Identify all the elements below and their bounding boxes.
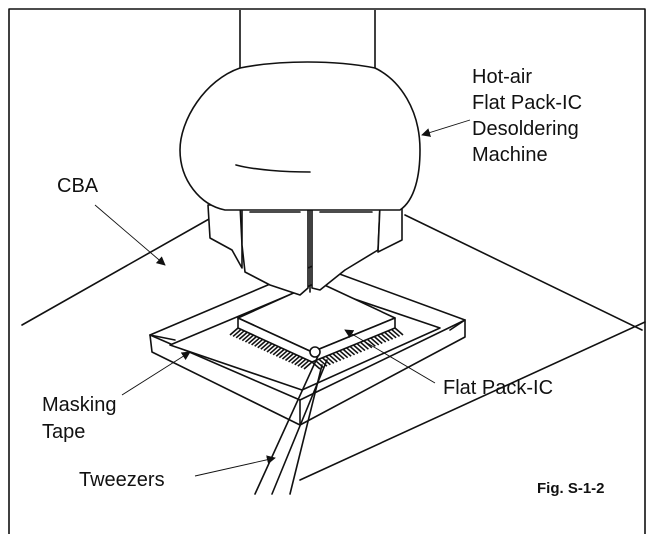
ic-pin — [278, 350, 288, 359]
ic-pin — [332, 352, 342, 362]
leader-arrows — [94, 119, 471, 477]
ic-pin — [366, 338, 376, 347]
cba-board — [21, 205, 646, 481]
ic-pin — [370, 337, 380, 346]
tweezers — [254, 355, 328, 495]
ic-pin — [284, 352, 295, 362]
ic-pin — [269, 345, 279, 355]
ic-pin — [257, 340, 267, 349]
ic-pin — [311, 361, 321, 370]
ic-pin — [342, 348, 352, 357]
ic-pin — [238, 331, 248, 340]
ic-pin — [291, 355, 301, 364]
ic-pin — [294, 357, 304, 366]
masking-tape-label-line2: Tape — [42, 421, 85, 443]
ic-pin — [254, 338, 264, 347]
ic-pin — [384, 331, 394, 340]
ic-pin — [391, 328, 401, 338]
ic-pin — [260, 341, 270, 350]
ic-pin — [241, 333, 251, 342]
desoldering-machine — [179, 10, 421, 296]
ic-pin — [346, 347, 356, 356]
machine-label-line4: Machine — [472, 144, 548, 166]
ic-pin — [303, 361, 313, 370]
ic-pin — [335, 351, 345, 360]
ic-pin — [373, 335, 383, 345]
machine-label-line2: Flat Pack-IC — [472, 92, 582, 114]
ic-pin — [229, 327, 239, 336]
ic-pin — [232, 328, 242, 338]
ic-pin — [235, 330, 245, 339]
machine-leader — [421, 119, 471, 137]
ic-pin — [263, 342, 273, 352]
ic-pin — [380, 333, 390, 342]
machine-label-line1: Hot-air — [472, 66, 532, 88]
ic-pin — [325, 355, 335, 364]
ic-pin — [281, 351, 291, 360]
tweezers-leader — [194, 455, 276, 477]
figure-frame — [8, 8, 646, 534]
ic-pin — [359, 341, 369, 350]
ic-pin — [339, 350, 349, 359]
ic-pin — [266, 344, 276, 353]
tweezers-label: Tweezers — [79, 469, 165, 491]
figure-id-label: Fig. S-1-2 — [537, 480, 605, 497]
masking-tape-label-line1: Masking — [42, 394, 116, 416]
cba-label: CBA — [57, 175, 99, 197]
machine-label-line3: Desoldering — [472, 118, 579, 140]
flat-pack-label: Flat Pack-IC — [443, 377, 553, 399]
masking-leader — [121, 351, 191, 396]
ic-pin — [387, 330, 397, 339]
ic-pin — [297, 358, 307, 367]
ic-pin — [349, 345, 359, 355]
ic-pin — [272, 347, 282, 356]
cba-leader — [94, 204, 166, 266]
ic-pin — [377, 334, 387, 343]
ic-pin — [247, 335, 258, 345]
ic-pin — [288, 354, 298, 363]
ic-pin — [356, 342, 366, 352]
flat-pack-leader — [344, 329, 436, 384]
ic-pin — [300, 359, 310, 369]
ic-pin — [275, 348, 285, 357]
ic-pin — [352, 344, 363, 353]
ic-pin — [394, 327, 404, 336]
ic-pin — [328, 354, 338, 363]
ic-pin — [244, 334, 254, 343]
ic-pin — [251, 337, 261, 346]
